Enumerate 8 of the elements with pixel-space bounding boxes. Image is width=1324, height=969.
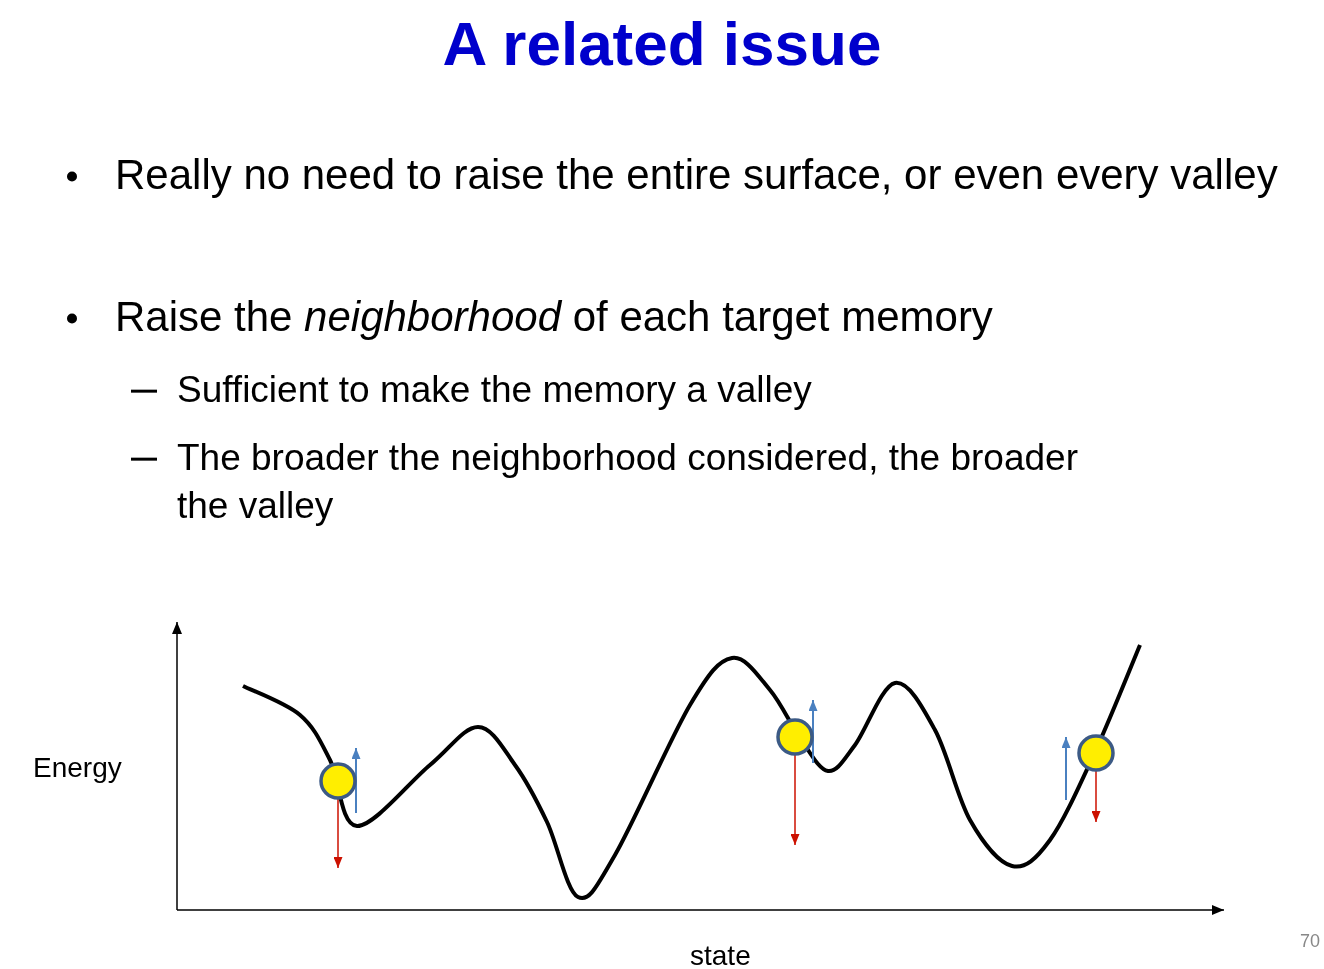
slide-title: A related issue xyxy=(441,8,883,79)
bullet-text: Raise the neighborhood of each target memory xyxy=(115,292,994,342)
axis-label: Energy xyxy=(33,751,122,785)
sub-bullet-text: Sufficient to make the memory a valley xyxy=(177,368,813,412)
bullet-text: Really no need to raise the entire surface, or even every valley xyxy=(115,150,1279,200)
axis-label: state xyxy=(690,939,751,969)
page-number: 70 xyxy=(1300,930,1321,953)
sub-bullet-text: The broader the neighborhood considered, the broader the valley xyxy=(177,436,1079,529)
